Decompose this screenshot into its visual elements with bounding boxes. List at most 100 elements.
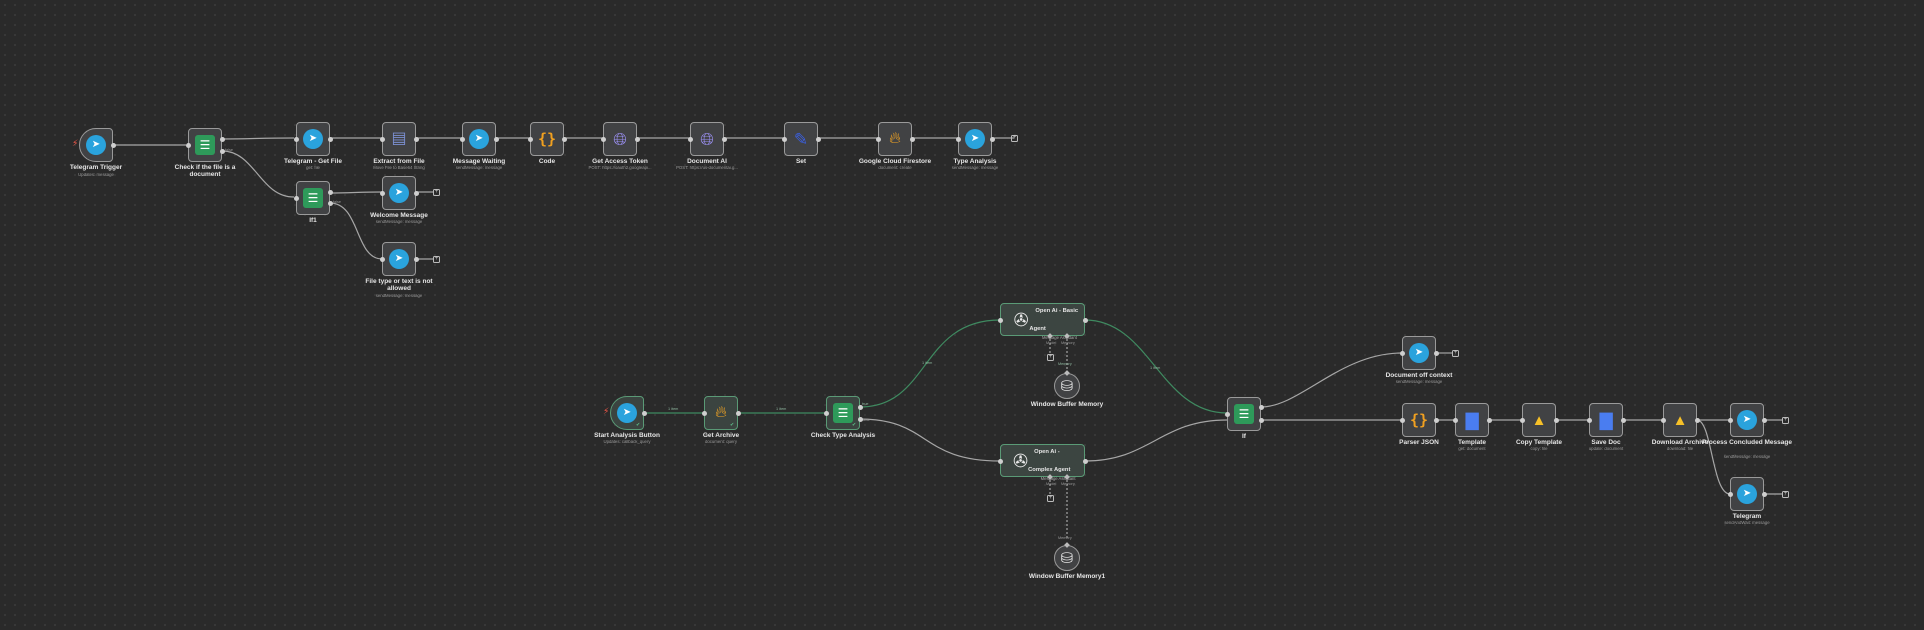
node-title: Get Archive [702,432,740,439]
edge-label-items: 1 item [776,407,787,411]
node-title: Type Analysis [953,158,997,165]
openai-icon: ✇ [1013,450,1029,471]
edge-label-model: Model [1046,482,1057,486]
edge-label-true: true [862,402,869,406]
filter-icon: ☰ [195,135,215,155]
add-node-button[interactable]: + [1782,491,1789,498]
node-title: If1 [309,217,317,224]
node-subtitle: POST: https://oauth2.googleapi... [588,166,652,170]
node-title: Code [538,158,556,165]
telegram-icon: ➤ [86,135,106,155]
globe-icon: 🌐︎ [700,129,714,149]
node-title: Window Buffer Memory1 [1028,573,1106,580]
node-title: Set [795,158,807,165]
filter-icon: ☰ [303,188,323,208]
node-subtitle: sendMessage: message [455,166,503,170]
edge [859,418,1001,462]
code-icon: {} [1409,410,1429,429]
node-title: Welcome Message [370,212,428,219]
edge-label-items: 1 item [668,407,679,411]
node-subtitle: download: file [1666,447,1694,451]
firestore-icon: 🔥︎ [715,404,727,421]
node-title: Message Waiting [452,158,506,165]
google-drive-icon: ▲ [1531,411,1547,429]
node-title: Get Access Token [592,158,648,165]
google-docs-icon: ▇ [1599,410,1613,430]
node-title: Open Ai - Basic Agent [1029,307,1079,332]
telegram-icon: ➤ [469,129,489,149]
node-title: Check if the file is a document [174,164,236,179]
database-icon: ⛁ [1060,377,1074,395]
node-title: If [1242,433,1246,440]
node-subtitle: sendMessage: message [1395,380,1443,384]
node-title: Parser JSON [1399,439,1439,446]
node-title: Download Archive [1651,439,1709,446]
edge-label-memory: Memory [1058,536,1072,540]
add-node-button[interactable]: + [1452,350,1459,357]
trigger-bolt-icon: ⚡ [603,406,610,416]
telegram-icon: ➤ [1737,484,1757,504]
edge-label-memory: Memory [1058,362,1072,366]
edge-label-false: false [333,200,342,204]
edge-label-false: false [225,148,234,152]
node-subtitle: update: document [1588,447,1624,451]
node-title: Template [1457,439,1487,446]
node-subtitle: sendMessage: message [375,294,423,298]
node-title: Telegram - Get File [283,158,343,165]
node-subtitle: sendAndWait: message [1724,521,1770,525]
edge [221,137,295,140]
edge [1084,419,1228,462]
telegram-icon: ➤ [617,403,637,423]
node-subtitle: document: create [878,166,912,170]
telegram-icon: ➤ [1409,343,1429,363]
filter-icon: ☰ [833,403,853,423]
add-node-button[interactable]: + [1782,417,1789,424]
add-node-button[interactable]: + [1011,135,1018,142]
edge-label-false: false [862,418,871,422]
edge-label-memory: Memory [1061,341,1075,345]
add-tool-button[interactable]: + [1047,495,1054,502]
success-check-icon: ✔ [636,422,641,428]
node-title: Start Analysis Button [594,432,660,439]
google-drive-icon: ▲ [1672,411,1688,429]
edge-label-items: 1 item [1150,366,1161,370]
edge-label-items: 1 item [922,361,933,365]
node-subtitle: get: document [1458,447,1486,451]
node-title: Window Buffer Memory [1030,401,1104,408]
pen-icon: ✎ [793,129,809,149]
globe-icon: 🌐︎ [613,129,627,149]
node-subtitle: Updates: message [78,173,114,177]
node-title: File type or text is not allowed [365,278,433,293]
add-tool-button[interactable]: + [1047,354,1054,361]
node-subtitle: sendMessage: message [951,166,999,170]
node-subtitle: Message Assistant [1040,475,1076,481]
node-subtitle: get: file [306,166,320,170]
add-node-button[interactable]: + [433,256,440,263]
code-icon: {} [537,129,557,148]
extract-icon: ▤ [391,130,407,147]
node-title: Save Doc [1591,439,1621,446]
add-node-button[interactable]: + [433,189,440,196]
node-title: Check Type Analysis [810,432,876,439]
node-title: Extract from File [373,158,425,165]
telegram-icon: ➤ [965,129,985,149]
node-title: Process Concluded Message [1702,439,1792,446]
edge-label-memory: Memory [1061,482,1075,486]
node-title: Copy Template [1515,439,1563,446]
node-subtitle: sendMessage: message [375,220,423,224]
openai-icon: ✇ [1013,309,1029,330]
firestore-icon: 🔥︎ [889,130,901,147]
edge-label-model: Model [1046,341,1057,345]
node-title: Telegram Trigger [69,164,123,171]
google-docs-icon: ▇ [1465,410,1479,430]
node-subtitle: POST: https://us-documentai.g... [676,166,738,170]
node-title: Open Ai - Complex Agent [1028,448,1071,473]
node-title: Document AI [687,158,727,165]
node-title: Telegram [1732,513,1762,520]
node-title: Document off context [1385,372,1453,379]
node-subtitle: Move File to Base64 String [373,166,425,170]
success-check-icon: ✔ [730,422,735,428]
database-icon: ⛁ [1060,549,1074,567]
